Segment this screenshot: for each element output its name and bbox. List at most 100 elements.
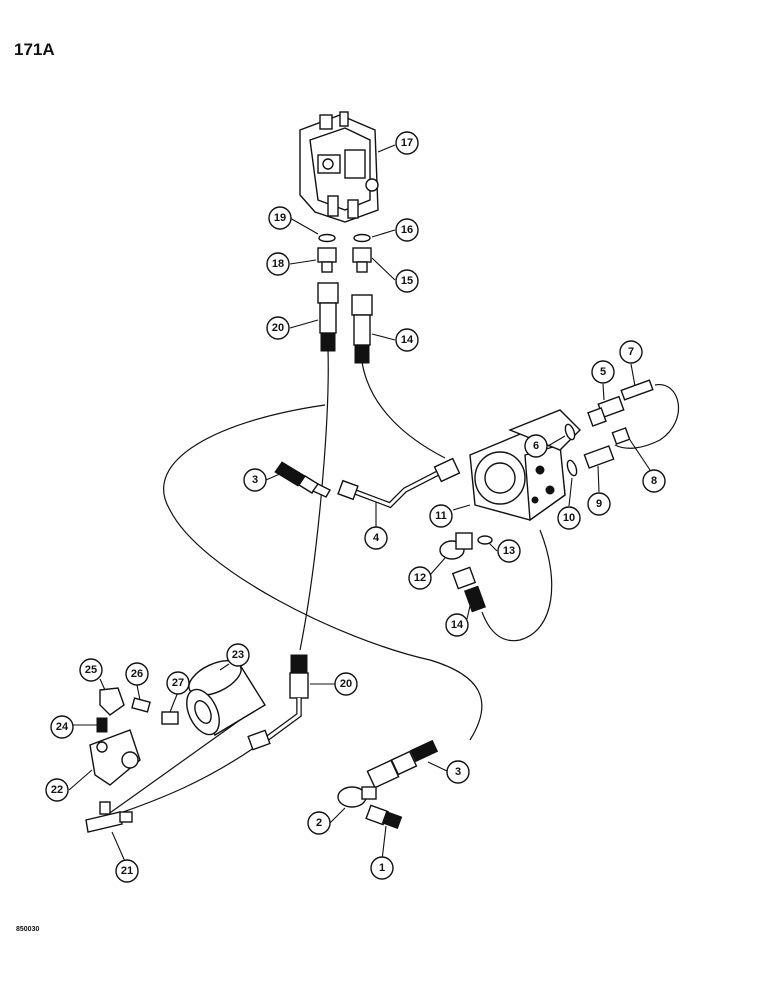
svg-text:7: 7 bbox=[628, 346, 634, 358]
callout-18: 18 bbox=[266, 252, 290, 276]
svg-text:1: 1 bbox=[379, 862, 385, 874]
callout-7: 7 bbox=[619, 340, 643, 364]
figure-id: 171A bbox=[14, 40, 55, 59]
svg-text:23: 23 bbox=[232, 649, 244, 661]
elbow-part-2[interactable] bbox=[337, 786, 377, 808]
hose-line-14-loop bbox=[481, 529, 553, 642]
hose-part-3-upper[interactable] bbox=[274, 461, 331, 498]
callout-26: 26 bbox=[125, 662, 149, 686]
svg-text:20: 20 bbox=[340, 678, 352, 690]
elbow-part-25[interactable] bbox=[99, 687, 125, 716]
svg-text:21: 21 bbox=[121, 865, 133, 877]
svg-text:8: 8 bbox=[651, 475, 657, 487]
adapter-part-18[interactable] bbox=[317, 247, 337, 273]
svg-text:12: 12 bbox=[414, 572, 426, 584]
hose-fitting-part-7[interactable] bbox=[620, 379, 654, 401]
hose-part-20-upper[interactable] bbox=[317, 282, 339, 352]
hose-part-14-upper[interactable] bbox=[351, 294, 373, 364]
reference-code: 850030 bbox=[16, 926, 40, 933]
fitting-part-9[interactable] bbox=[583, 445, 615, 469]
callout-11: 11 bbox=[429, 504, 453, 528]
callout-20-lower: 20 bbox=[334, 672, 358, 696]
adapter-part-15[interactable] bbox=[352, 247, 372, 273]
filter-head-part-22[interactable] bbox=[89, 729, 141, 786]
callout-23: 23 bbox=[226, 643, 250, 667]
svg-text:26: 26 bbox=[131, 668, 143, 680]
callout-21: 21 bbox=[115, 859, 139, 883]
o-ring-part-10[interactable] bbox=[566, 459, 579, 477]
svg-text:22: 22 bbox=[51, 784, 63, 796]
control-valve-part-17[interactable] bbox=[299, 111, 379, 223]
hose-line-20-to-20 bbox=[299, 349, 329, 651]
svg-text:19: 19 bbox=[274, 212, 286, 224]
fitting-part-1[interactable] bbox=[365, 804, 403, 830]
hose-line-14-to-pump bbox=[361, 361, 446, 459]
hose-part-3-lower[interactable] bbox=[366, 739, 439, 789]
callout-1: 1 bbox=[370, 856, 394, 880]
tee-part-21[interactable] bbox=[85, 801, 133, 833]
svg-text:11: 11 bbox=[435, 510, 447, 522]
svg-text:15: 15 bbox=[401, 275, 413, 287]
callout-14-upper: 14 bbox=[395, 328, 419, 352]
plug-part-24[interactable] bbox=[96, 717, 108, 733]
svg-text:18: 18 bbox=[272, 258, 284, 270]
callout-13: 13 bbox=[497, 539, 521, 563]
callout-17: 17 bbox=[395, 131, 419, 155]
svg-text:9: 9 bbox=[596, 498, 602, 510]
pump-part-11[interactable] bbox=[469, 409, 581, 522]
callout-12: 12 bbox=[408, 566, 432, 590]
svg-text:3: 3 bbox=[252, 474, 258, 486]
svg-text:25: 25 bbox=[85, 664, 97, 676]
callout-20-upper: 20 bbox=[266, 316, 290, 340]
svg-text:2: 2 bbox=[316, 817, 322, 829]
svg-text:27: 27 bbox=[172, 677, 184, 689]
callout-25: 25 bbox=[79, 658, 103, 682]
elbow-part-5[interactable] bbox=[587, 395, 625, 427]
svg-text:10: 10 bbox=[563, 512, 575, 524]
svg-text:14: 14 bbox=[451, 619, 464, 631]
svg-text:3: 3 bbox=[455, 766, 461, 778]
o-ring-part-13[interactable] bbox=[477, 535, 493, 545]
callout-22: 22 bbox=[45, 778, 69, 802]
svg-text:4: 4 bbox=[373, 532, 380, 544]
callout-6: 6 bbox=[524, 434, 548, 458]
hose-part-20-lower[interactable] bbox=[247, 654, 309, 751]
hose-line-8-loop bbox=[614, 384, 680, 449]
callout-24: 24 bbox=[50, 715, 74, 739]
svg-text:13: 13 bbox=[503, 545, 515, 557]
o-ring-part-6[interactable] bbox=[564, 423, 577, 441]
elbow-part-12[interactable] bbox=[439, 532, 473, 560]
callout-27: 27 bbox=[166, 671, 190, 695]
callout-14-lower: 14 bbox=[445, 613, 469, 637]
callout-19: 19 bbox=[268, 206, 292, 230]
callout-15: 15 bbox=[395, 269, 419, 293]
svg-text:16: 16 bbox=[401, 224, 413, 236]
filter-part-23[interactable] bbox=[180, 653, 266, 739]
callout-5: 5 bbox=[591, 360, 615, 384]
callout-16: 16 bbox=[395, 218, 419, 242]
svg-text:6: 6 bbox=[533, 440, 539, 452]
hose-part-14-lower[interactable] bbox=[451, 566, 486, 613]
svg-text:5: 5 bbox=[600, 366, 606, 378]
svg-text:24: 24 bbox=[56, 721, 69, 733]
svg-text:14: 14 bbox=[401, 334, 414, 346]
adapter-part-27[interactable] bbox=[161, 711, 179, 725]
callout-9: 9 bbox=[587, 492, 611, 516]
hose-line-3-loop bbox=[163, 404, 483, 741]
svg-text:17: 17 bbox=[401, 137, 413, 149]
nipple-part-26[interactable] bbox=[131, 697, 151, 713]
callout-3-lower: 3 bbox=[446, 760, 470, 784]
callout-8: 8 bbox=[642, 469, 666, 493]
callout-10: 10 bbox=[557, 506, 581, 530]
callout-4: 4 bbox=[364, 526, 388, 550]
callout-3-upper: 3 bbox=[243, 468, 267, 492]
tube-part-4[interactable] bbox=[337, 457, 461, 509]
o-ring-part-19[interactable] bbox=[318, 233, 336, 243]
svg-text:20: 20 bbox=[272, 322, 284, 334]
tube-part-8[interactable] bbox=[611, 427, 631, 445]
callout-2: 2 bbox=[307, 811, 331, 835]
o-ring-part-16[interactable] bbox=[353, 233, 371, 243]
leader-lines bbox=[68, 144, 651, 867]
hose-line-23-to-filter bbox=[99, 719, 241, 821]
